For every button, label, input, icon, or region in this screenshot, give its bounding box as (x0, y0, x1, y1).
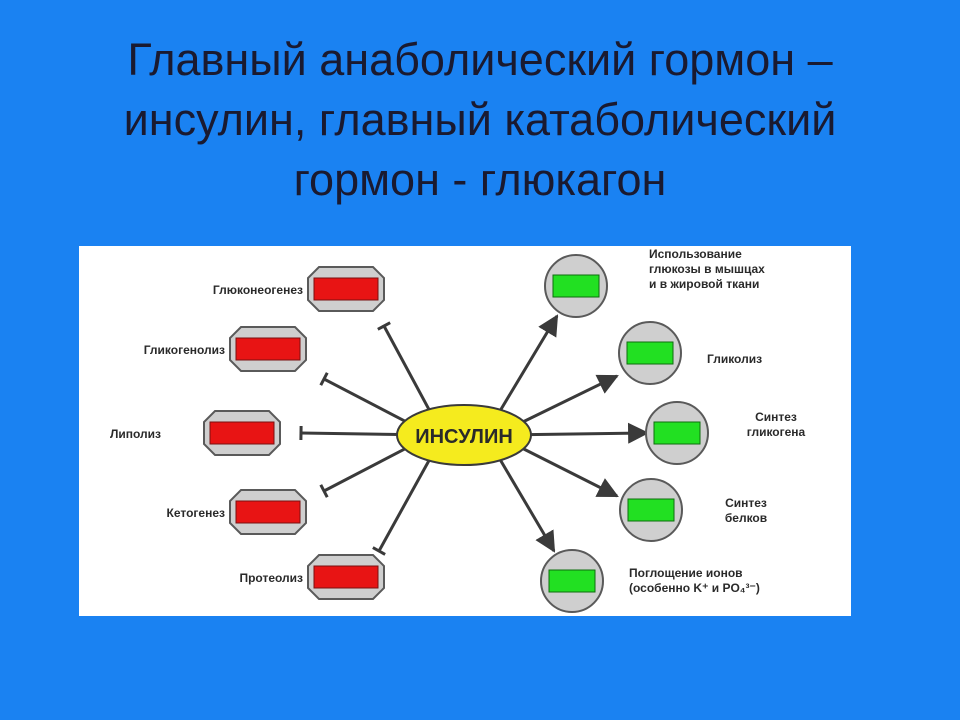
stimulated-indicator (653, 421, 701, 445)
stimulated-process-label: гликогена (747, 425, 806, 439)
insulin-node (396, 404, 532, 466)
inhibited-process-label: Липолиз (110, 427, 161, 441)
title-line-3: гормон - глюкагон (293, 154, 667, 205)
title-line-2: инсулин, главный катаболический (123, 94, 837, 145)
stimulation-arrow (514, 374, 619, 427)
inhibition-bar (319, 484, 329, 498)
stimulated-process-label: Синтез (755, 410, 797, 424)
stimulated-indicator (552, 274, 600, 298)
inhibited-process: Гликогенолиз (144, 326, 307, 372)
inhibition-line (382, 325, 433, 415)
inhibited-indicator (235, 500, 301, 524)
inhibition-bar (377, 321, 391, 331)
stimulation-arrow (518, 422, 650, 444)
stimulated-process-label: (особенно K⁺ и PO₄³⁻) (629, 581, 760, 595)
inhibited-process: Кетогенез (167, 489, 307, 535)
inhibited-indicator (209, 421, 275, 445)
inhibited-process-label: Протеолиз (239, 571, 303, 585)
inhibition-line (300, 431, 410, 437)
stimulation-arrow (496, 314, 559, 416)
inhibited-process: Глюконеогенез (213, 266, 385, 312)
stimulated-process-label: Поглощение ионов (629, 566, 743, 580)
inhibition-bar (372, 546, 386, 556)
inhibition-bar (319, 372, 329, 386)
stimulated-process: Гликолиз (618, 321, 762, 385)
title-line-1: Главный анаболический гормон – (127, 34, 833, 85)
stimulated-process-label: Синтез (725, 496, 767, 510)
slide-title: Главный анаболический гормон – инсулин, … (60, 30, 900, 210)
stimulated-process-label: глюкозы в мышцах (649, 262, 765, 276)
stimulated-indicator (627, 498, 675, 522)
inhibited-process: Липолиз (110, 410, 281, 456)
inhibition-line (323, 377, 414, 427)
insulin-label: ИНСУЛИН (415, 426, 513, 448)
links-layer (299, 314, 650, 556)
inhibited-indicator (235, 337, 301, 361)
stimulated-process-label: Гликолиз (707, 352, 762, 366)
inhibited-process-label: Гликогенолиз (144, 343, 225, 357)
stimulation-arrow (514, 443, 619, 498)
stimulated-process-label: Использование (649, 247, 742, 261)
inhibited-process-label: Кетогенез (167, 506, 225, 520)
stimulated-indicator (626, 341, 674, 365)
inhibition-line (377, 455, 433, 552)
stimulation-arrow (496, 454, 556, 553)
inhibited-indicator (313, 565, 379, 589)
inhibition-line (323, 443, 414, 493)
center-layer: ИНСУЛИН (396, 404, 532, 466)
inhibited-process: Протеолиз (239, 554, 385, 600)
diagram-canvas: ГлюконеогенезГликогенолизЛиполизКетогене… (110, 247, 806, 613)
stimulated-indicator (548, 569, 596, 593)
inhibited-indicator (313, 277, 379, 301)
nodes-layer: ГлюконеогенезГликогенолизЛиполизКетогене… (110, 247, 806, 613)
inhibited-process-label: Глюконеогенез (213, 283, 303, 297)
stimulated-process: Поглощение ионов(особенно K⁺ и PO₄³⁻) (540, 549, 760, 613)
stimulated-process-label: белков (725, 511, 767, 525)
stimulated-process-label: и в жировой ткани (649, 277, 759, 291)
